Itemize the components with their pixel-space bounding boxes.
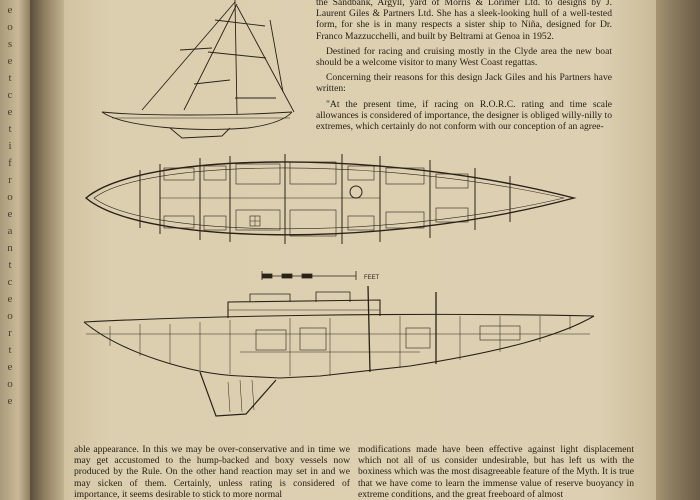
paragraph-quote: "At the present time, if racing on R.O.R…: [316, 98, 612, 133]
facing-page-letter: r: [8, 327, 12, 339]
facing-page-letter: o: [7, 21, 13, 33]
inboard-profile-drawing: [80, 282, 600, 442]
facing-page-letter: e: [7, 293, 13, 305]
article-text-bottom-right: modifications made have been effective a…: [358, 444, 634, 500]
facing-page-letter: t: [8, 72, 12, 84]
paragraph-concerning: Concerning their reasons for this design…: [316, 72, 612, 95]
paragraph-intro: the Sandbank, Argyll, yard of Morris & L…: [316, 0, 612, 42]
scale-bar: FEET: [260, 268, 400, 282]
facing-page-letter: f: [8, 157, 12, 169]
facing-page-letter: o: [7, 378, 13, 390]
facing-page-letter: s: [7, 38, 13, 50]
facing-page-letter: e: [7, 395, 13, 407]
facing-page-letter: a: [7, 225, 13, 237]
facing-page-letter: e: [7, 361, 13, 373]
facing-page-letter: o: [7, 191, 13, 203]
article-text-top: the Sandbank, Argyll, yard of Morris & L…: [316, 0, 612, 132]
facing-page-letter: r: [8, 174, 12, 186]
facing-page-letter: i: [8, 140, 12, 152]
magazine-page: the Sandbank, Argyll, yard of Morris & L…: [64, 0, 658, 500]
paragraph-bottom-right: modifications made have been effective a…: [358, 444, 634, 500]
paragraph-bottom-left: able appearance. In this we may be over-…: [74, 444, 350, 500]
article-text-bottom-left: able appearance. In this we may be over-…: [74, 444, 350, 500]
accommodation-plan-drawing: [80, 146, 580, 258]
facing-page-letter: e: [7, 208, 13, 220]
facing-page-letter: e: [7, 4, 13, 16]
facing-page-letter: e: [7, 55, 13, 67]
facing-page-letter: o: [7, 310, 13, 322]
facing-page-letter: t: [8, 344, 12, 356]
sail-plan-drawing: [80, 0, 302, 140]
facing-page-letter: t: [8, 123, 12, 135]
scale-bar-label: FEET: [364, 275, 380, 281]
facing-page-letter: t: [8, 259, 12, 271]
facing-page-letter: n: [7, 242, 13, 254]
book-gutter: [30, 0, 66, 500]
facing-page-letter: c: [7, 276, 13, 288]
paragraph-destined: Destined for racing and cruising mostly …: [316, 45, 612, 69]
facing-page-letter: e: [7, 106, 13, 118]
facing-page-letter: c: [7, 89, 13, 101]
page-edge: [656, 0, 700, 500]
